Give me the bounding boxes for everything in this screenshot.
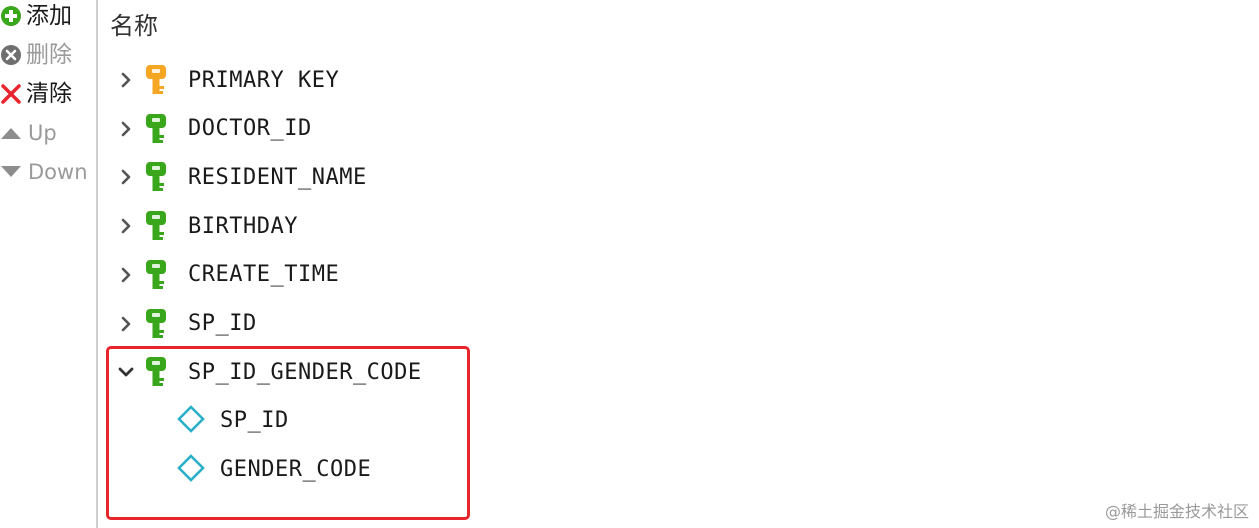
index-row[interactable]: RESIDENT_NAME: [112, 157, 367, 197]
key-icon: [144, 206, 168, 246]
toolbar: 添加 删除 清除 Up Down: [0, 0, 96, 528]
chevron-right-icon[interactable]: [112, 109, 140, 149]
add-button[interactable]: 添加: [0, 0, 72, 32]
delete-button[interactable]: 删除: [0, 39, 72, 71]
panel-divider: [96, 0, 98, 528]
clear-label: 清除: [26, 80, 72, 107]
clear-icon: [0, 83, 22, 105]
up-button[interactable]: Up: [0, 117, 57, 149]
down-button[interactable]: Down: [0, 156, 88, 188]
column-header-name: 名称: [110, 12, 158, 40]
index-row[interactable]: BIRTHDAY: [112, 206, 298, 246]
index-row[interactable]: SP_ID_GENDER_CODE: [112, 352, 422, 392]
index-row[interactable]: CREATE_TIME: [112, 255, 339, 295]
column-diamond-icon: [176, 453, 206, 487]
index-column-item[interactable]: SP_ID: [176, 401, 289, 441]
key-icon: [144, 255, 168, 295]
index-row[interactable]: SP_ID: [112, 304, 257, 344]
index-column-item[interactable]: GENDER_CODE: [176, 450, 371, 490]
clear-button[interactable]: 清除: [0, 78, 72, 110]
up-arrow-icon: [0, 122, 22, 144]
index-name: SP_ID: [188, 311, 257, 336]
index-name: RESIDENT_NAME: [188, 164, 367, 190]
chevron-right-icon[interactable]: [112, 206, 140, 246]
key-icon: [144, 304, 168, 344]
delete-icon: [0, 44, 22, 66]
key-icon: [144, 109, 168, 149]
up-label: Up: [28, 120, 57, 145]
chevron-right-icon[interactable]: [112, 60, 140, 100]
index-name: SP_ID_GENDER_CODE: [188, 359, 422, 385]
index-row[interactable]: PRIMARY KEY: [112, 60, 339, 100]
index-name: BIRTHDAY: [188, 213, 298, 239]
key-icon: [144, 157, 168, 197]
key-icon: [144, 60, 168, 100]
column-name: GENDER_CODE: [220, 457, 372, 483]
chevron-down-icon[interactable]: [112, 352, 140, 392]
delete-label: 删除: [26, 41, 72, 68]
chevron-right-icon[interactable]: [112, 304, 140, 344]
add-label: 添加: [26, 2, 72, 29]
index-row[interactable]: DOCTOR_ID: [112, 109, 312, 149]
index-name: DOCTOR_ID: [188, 116, 312, 142]
down-label: Down: [28, 159, 88, 184]
column-diamond-icon: [176, 404, 206, 438]
watermark: @稀土掘金技术社区: [1104, 502, 1249, 521]
chevron-right-icon[interactable]: [112, 157, 140, 197]
chevron-right-icon[interactable]: [112, 255, 140, 295]
down-arrow-icon: [0, 161, 22, 183]
column-name: SP_ID: [220, 408, 289, 434]
add-icon: [0, 5, 22, 27]
key-icon: [144, 352, 168, 392]
index-name: CREATE_TIME: [188, 262, 340, 288]
index-name: PRIMARY KEY: [188, 67, 340, 93]
